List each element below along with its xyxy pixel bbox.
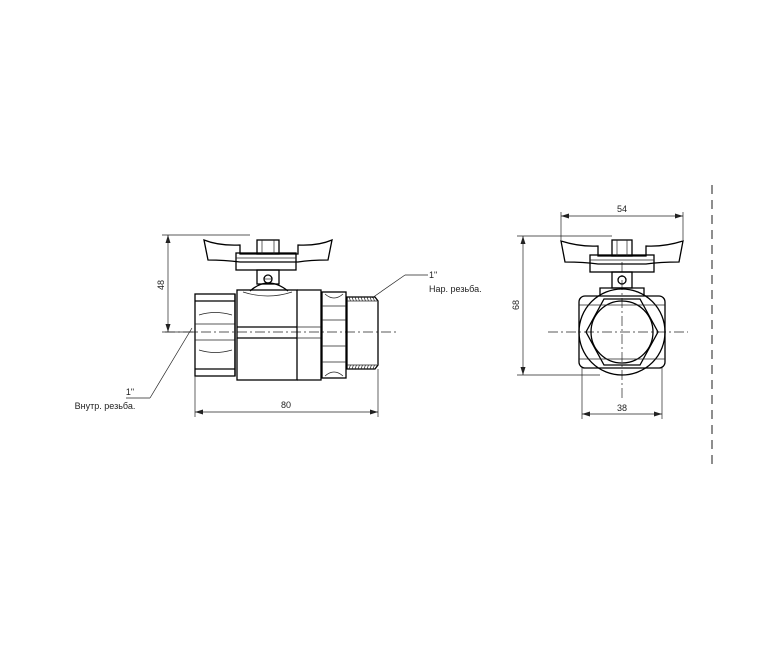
dimension-bottom-label: 38 xyxy=(617,403,627,413)
thread-tick xyxy=(363,296,366,302)
thread-tick xyxy=(372,364,375,370)
thread-tick xyxy=(351,296,354,302)
front-view: 54 68 38 xyxy=(511,204,688,419)
thread-tick xyxy=(369,296,372,302)
thread-tick xyxy=(363,364,366,370)
dimension-length-80: 80 xyxy=(194,369,379,417)
female-thread-label: Внутр. резьба. xyxy=(75,401,136,411)
thread-tick xyxy=(357,296,360,302)
thread-tick xyxy=(366,364,369,370)
female-hex-end xyxy=(194,293,236,377)
thread-tick xyxy=(360,364,363,370)
thread-tick xyxy=(354,364,357,370)
front-handle-assembly xyxy=(560,239,684,289)
thread-tick xyxy=(372,296,375,302)
dimension-height-48: 48 xyxy=(156,234,250,333)
female-thread-callout: 1" Внутр. резьба. xyxy=(75,327,193,411)
thread-tick xyxy=(348,364,351,370)
dimension-height-label: 48 xyxy=(156,280,166,290)
dimension-length-label: 80 xyxy=(281,400,291,410)
male-thread xyxy=(346,296,379,370)
dimension-width-54: 54 xyxy=(560,204,684,240)
butterfly-handle xyxy=(203,238,333,263)
thread-tick xyxy=(357,364,360,370)
male-thread-callout: 1" Нар. резьба. xyxy=(371,270,482,299)
dimension-width-label: 54 xyxy=(617,204,627,214)
side-view: 48 80 1" Внутр. резьба. 1" Нар. резьба. xyxy=(75,234,482,417)
front-butterfly-handle xyxy=(560,240,684,265)
thread-tick xyxy=(354,296,357,302)
male-thread-label: Нар. резьба. xyxy=(429,284,482,294)
handle-assembly xyxy=(203,238,333,292)
thread-tick xyxy=(360,296,363,302)
thread-tick xyxy=(369,364,372,370)
thread-tick xyxy=(351,364,354,370)
thread-tick xyxy=(366,296,369,302)
thread-tick xyxy=(348,296,351,302)
dimension-height-68: 68 xyxy=(511,235,612,376)
dimension-height-68-label: 68 xyxy=(511,300,521,310)
union-nut xyxy=(321,291,347,379)
female-thread-size: 1" xyxy=(126,387,134,397)
dimension-bottom-38: 38 xyxy=(581,368,663,419)
valve-body xyxy=(236,289,322,381)
male-thread-size: 1" xyxy=(429,270,437,280)
